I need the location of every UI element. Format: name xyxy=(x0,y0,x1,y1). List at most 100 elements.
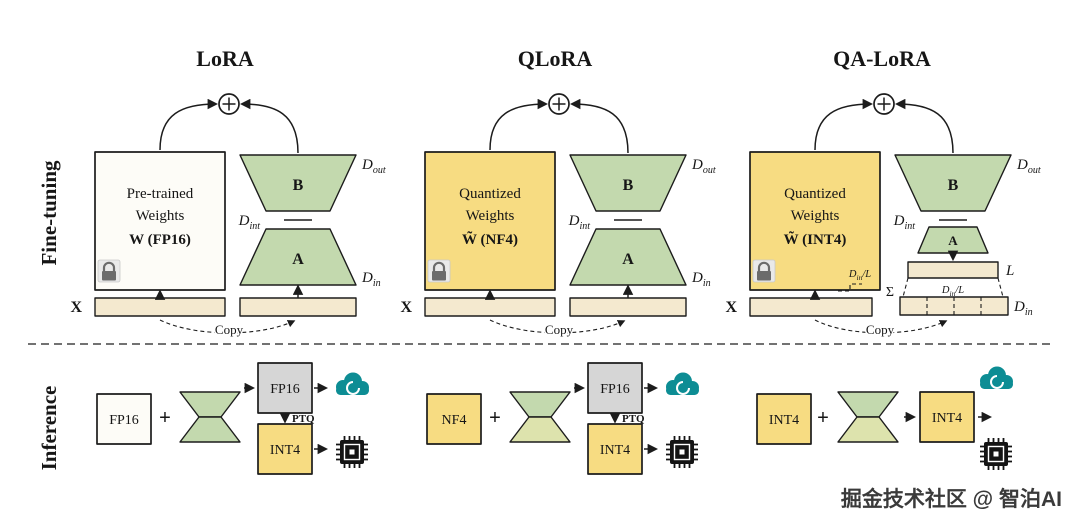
qlora-source-box xyxy=(426,393,482,445)
qlora-x-label: X xyxy=(400,299,412,316)
qalora-copy-label: Copy xyxy=(866,322,895,337)
qlora-weights-line1: Quantized xyxy=(459,186,521,202)
row-label-finetuning: Fine-tuning xyxy=(37,160,61,266)
qalora-dim-in-over-l-bottom: Din/L xyxy=(941,285,964,298)
lora-deployed-box xyxy=(257,423,313,475)
qlora-finetuning-diagram: Quantized Weights W̃ (NF4) B A Dout Dint… xyxy=(400,93,716,339)
lora-source-label: FP16 xyxy=(109,413,139,428)
qlora-merge-arrow-left xyxy=(489,98,549,151)
qalora-dim-int: Dint xyxy=(893,213,916,232)
lora-x-label: X xyxy=(70,299,82,316)
qlora-dim-in: Din xyxy=(691,270,711,289)
qlora-input-bar-left xyxy=(424,297,556,317)
lora-adapter-b-label: B xyxy=(293,177,304,194)
qalora-copy-arrow xyxy=(814,319,948,334)
qlora-deployed-label: INT4 xyxy=(600,443,630,458)
lora-weights-line3: W (FP16) xyxy=(129,232,191,248)
qalora-merge-arrow-right xyxy=(894,98,954,154)
qalora-adapter-a-shape xyxy=(917,226,989,254)
qlora-plus-sign: + xyxy=(489,407,501,429)
qalora-finetuning-diagram: Quantized Weights W̃ (INT4) B A Dout Din… xyxy=(725,93,1041,339)
qlora-merged-box xyxy=(587,362,643,414)
lora-dim-out: Dout xyxy=(361,157,386,176)
qlora-weights-line2: Weights xyxy=(466,208,515,224)
qlora-deployed-box xyxy=(587,423,643,475)
qalora-step-dashes xyxy=(838,283,862,292)
lora-weights-line1: Pre-trained xyxy=(127,186,194,202)
lora-merge-arrow-left xyxy=(159,98,219,151)
merge-add-icon xyxy=(548,93,570,115)
qalora-weights-line3: W̃ (INT4) xyxy=(784,231,847,248)
cloud-deploy-icon xyxy=(980,366,1013,389)
watermark: 掘金技术社区 @ 智泊AI xyxy=(841,487,1062,511)
lock-icon xyxy=(97,259,121,283)
qalora-group-dashes xyxy=(902,277,1004,298)
qalora-sigma-label: Σ xyxy=(886,285,894,300)
qalora-group-bar xyxy=(907,261,999,279)
lora-adapter-a-shape xyxy=(239,228,357,286)
qalora-input-bar-segments xyxy=(926,297,982,315)
qalora-dim-out: Dout xyxy=(1016,157,1041,176)
qlora-inference-diagram: NF4 + FP16 PTQ INT4 xyxy=(426,362,699,475)
qalora-plus-sign: + xyxy=(817,407,829,429)
lora-merged-box xyxy=(257,362,313,414)
lora-dim-in: Din xyxy=(361,270,381,289)
lora-inference-diagram: FP16 + FP16 PTQ INT4 xyxy=(96,362,369,475)
column-title-lora: LoRA xyxy=(196,46,254,71)
chip-icon xyxy=(980,438,1012,470)
lora-adapter-b-shape xyxy=(239,154,357,212)
lora-dim-int: Dint xyxy=(238,213,261,232)
qalora-dim-in: Din xyxy=(1013,299,1033,318)
cloud-deploy-icon xyxy=(666,372,699,395)
qalora-source-box xyxy=(756,393,812,445)
qlora-weights-line3: W̃ (NF4) xyxy=(462,231,518,248)
qalora-dim-in-over-l-top: Din/L xyxy=(848,269,871,282)
lora-adapter-a-label: A xyxy=(292,251,304,268)
lora-merge-arrow-right xyxy=(239,98,299,154)
merge-add-icon xyxy=(218,93,240,115)
qlora-adapter-a-label: A xyxy=(622,251,634,268)
column-title-qlora: QLoRA xyxy=(518,46,593,71)
lora-source-box xyxy=(96,393,152,445)
qlora-adapter-a-shape xyxy=(569,228,687,286)
lora-merged-label: FP16 xyxy=(270,382,300,397)
qalora-adapter-icon xyxy=(837,391,899,443)
lora-copy-label: Copy xyxy=(215,322,244,337)
qalora-x-label: X xyxy=(725,299,737,316)
lock-icon xyxy=(752,259,776,283)
qalora-adapter-a-label: A xyxy=(948,233,958,248)
column-title-qalora: QA-LoRA xyxy=(833,46,931,71)
lora-input-bar-right xyxy=(239,297,357,317)
lora-ptq-label: PTQ xyxy=(292,413,315,425)
qalora-adapter-b-label: B xyxy=(948,177,959,194)
qlora-copy-label: Copy xyxy=(545,322,574,337)
qalora-l-label: L xyxy=(1005,263,1014,279)
qlora-adapter-b-label: B xyxy=(623,177,634,194)
qlora-dim-int: Dint xyxy=(568,213,591,232)
chip-icon xyxy=(666,436,698,468)
qalora-weights-line2: Weights xyxy=(791,208,840,224)
qlora-dim-out: Dout xyxy=(691,157,716,176)
lora-input-bar-left xyxy=(94,297,226,317)
qalora-merged-box xyxy=(919,391,975,443)
qlora-merged-label: FP16 xyxy=(600,382,630,397)
qalora-source-label: INT4 xyxy=(769,413,799,428)
row-label-inference: Inference xyxy=(37,386,61,471)
qlora-merge-arrow-right xyxy=(569,98,629,154)
qalora-merged-label: INT4 xyxy=(932,411,962,426)
qlora-adapter-icon xyxy=(509,391,571,443)
chip-icon xyxy=(336,436,368,468)
qalora-inference-diagram: INT4 + INT4 xyxy=(756,366,1013,470)
lock-icon xyxy=(427,259,451,283)
merge-add-icon xyxy=(873,93,895,115)
lora-finetuning-diagram: Pre-trained Weights W (FP16) B A Dout Di… xyxy=(70,93,386,339)
qalora-weights-line1: Quantized xyxy=(784,186,846,202)
qalora-merge-arrow-left xyxy=(814,98,874,151)
lora-deployed-label: INT4 xyxy=(270,443,300,458)
lora-plus-sign: + xyxy=(159,407,171,429)
qlora-ptq-label: PTQ xyxy=(622,413,645,425)
lora-weights-line2: Weights xyxy=(136,208,185,224)
qlora-source-label: NF4 xyxy=(442,413,467,428)
